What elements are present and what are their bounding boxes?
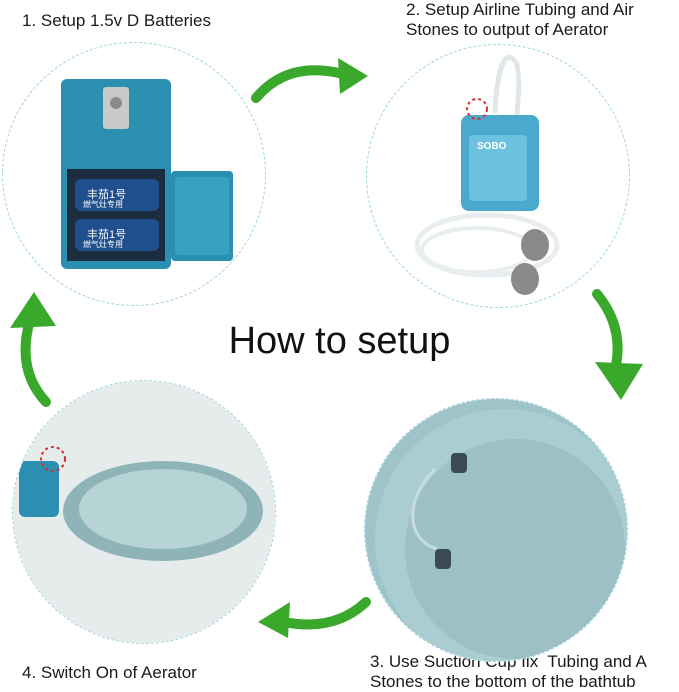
arrow-step3-to-step4-icon <box>258 597 371 638</box>
step-1-image-batteries: 丰茄1号 燃气灶专用 丰茄1号 燃气灶专用 <box>2 42 266 306</box>
step-3-image-bowl-stones <box>364 398 628 662</box>
arrow-step2-to-step3-icon <box>592 289 643 400</box>
bowl-pump-illustration <box>13 381 275 643</box>
pump-brand-label: SOBO <box>477 141 507 152</box>
pump-tubing-illustration <box>414 54 560 295</box>
arrow-step4-to-step1-icon <box>10 292 56 407</box>
battery-sublabel-2: 燃气灶专用 <box>83 240 123 249</box>
battery-sublabel-1: 燃气灶专用 <box>83 200 123 209</box>
step-2-image-pump-tubing: SOBO <box>366 44 630 308</box>
battery-label-2: 丰茄1号 <box>87 229 127 241</box>
arrow-step1-to-step2-icon <box>251 58 368 103</box>
page-title: How to setup <box>228 320 451 362</box>
step-2-text: 2. Setup Airline Tubing and Air Stones t… <box>406 0 634 39</box>
battery-label-1: 丰茄1号 <box>87 189 127 201</box>
step-4-text: 4. Switch On of Aerator <box>22 663 197 682</box>
bowl-stones-illustration <box>365 399 627 661</box>
step-1-text: 1. Setup 1.5v D Batteries <box>22 11 211 30</box>
battery-box-illustration <box>61 79 233 269</box>
step-4-image-switch-on <box>12 380 276 644</box>
